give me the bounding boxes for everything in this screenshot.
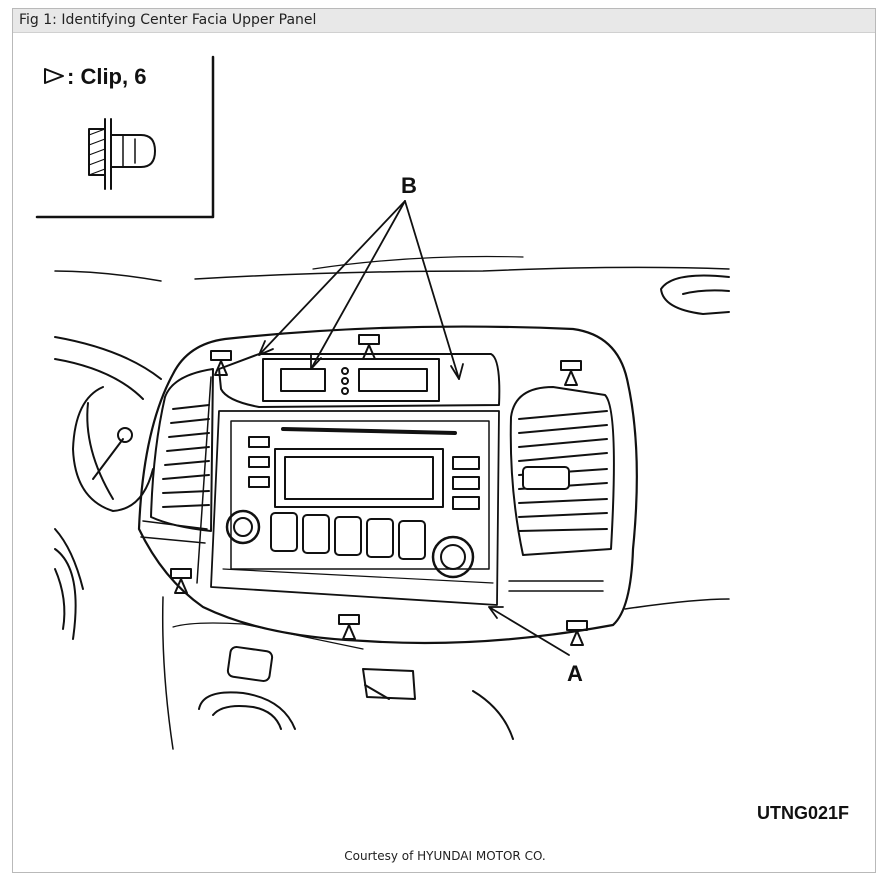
- clip-marker: [210, 350, 232, 376]
- callout-a: A: [567, 661, 583, 686]
- clip-marker: [170, 568, 192, 594]
- clip-marker: [566, 620, 588, 646]
- center-facia-panel: [137, 325, 638, 645]
- credit-line: Courtesy of HYUNDAI MOTOR CO.: [344, 849, 546, 863]
- caption-bar: Fig 1: Identifying Center Facia Upper Pa…: [13, 9, 875, 33]
- leader-line-a: [488, 606, 570, 656]
- legend-label: : Clip, 6: [67, 64, 146, 89]
- clip-symbol-icon: [44, 68, 64, 84]
- clip-detail-icon: [88, 118, 156, 190]
- clip-marker: [338, 614, 360, 640]
- figure-code: UTNG021F: [756, 803, 849, 823]
- clip-marker: [358, 334, 380, 360]
- figure-frame: Fig 1: Identifying Center Facia Upper Pa…: [12, 8, 876, 873]
- figure-caption: Fig 1: Identifying Center Facia Upper Pa…: [19, 12, 317, 28]
- dashboard-diagram: : Clip, 6 B A: [35, 55, 730, 750]
- leader-lines-b: [196, 200, 464, 584]
- callout-b: B: [401, 173, 417, 198]
- clip-marker: [560, 360, 582, 386]
- legend-box: [35, 55, 215, 219]
